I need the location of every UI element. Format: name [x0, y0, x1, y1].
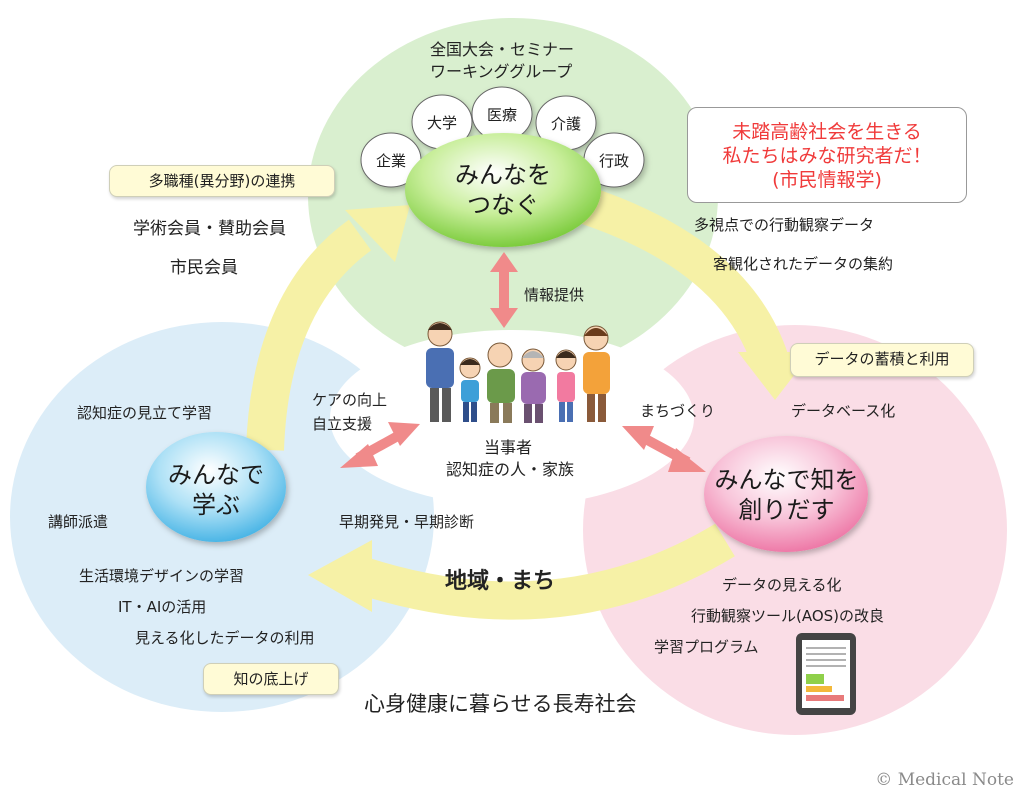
- bubble-medical-label: 医療: [486, 106, 517, 124]
- right-text-5: 行動観察ツール(AOS)の改良: [691, 607, 885, 625]
- arrow-care-head-left: [340, 444, 378, 468]
- hub-learn-line1: みんなで: [168, 461, 264, 489]
- arrow-info-head-down: [490, 308, 518, 328]
- cycle-arrow-left: [246, 219, 372, 451]
- care-label-2: 自立支援: [312, 415, 373, 433]
- cycle-arrow-top-right: [578, 186, 789, 367]
- event-label-1: 全国大会・セミナー: [430, 40, 575, 59]
- members-line-2: 市民会員: [170, 258, 238, 278]
- society-label: 心身健康に暮らせる長寿社会: [364, 692, 637, 716]
- arrow-info-head-up: [490, 252, 518, 272]
- tablet-illustration: [796, 633, 856, 715]
- researcher-callout: 未踏高齢社会を生きる 私たちはみな研究者だ！ (市民情報学): [687, 107, 967, 203]
- hub-learn: [146, 432, 286, 542]
- left-text-6: 見える化したデータの利用: [135, 629, 315, 647]
- bubble-university-label: 大学: [426, 114, 457, 132]
- hub-create-title: みんなで知を 創りだす: [704, 465, 869, 525]
- bubble-company-label: 企業: [375, 152, 406, 170]
- center-line-2: 認知症の人・家族: [446, 460, 575, 479]
- collaboration-box: 多職種(異分野)の連携: [109, 165, 335, 197]
- right-text-1: 多視点での行動観察データ: [694, 216, 875, 234]
- hub-connect-title: みんなを つなぐ: [413, 160, 593, 220]
- arrow-town-head-right: [668, 448, 706, 472]
- left-text-5: IT・AIの活用: [118, 598, 207, 616]
- right-text-2: 客観化されたデータの集約: [713, 255, 894, 273]
- family-illustration: [426, 321, 610, 423]
- arrow-town-label: まちづくり: [640, 402, 716, 420]
- knowledge-box: 知の底上げ: [203, 663, 339, 695]
- left-text-3: 早期発見・早期診断: [339, 513, 475, 531]
- care-label-1: ケアの向上: [312, 391, 388, 409]
- hub-create-line2: 創りだす: [738, 496, 835, 524]
- region-label: 地域・まち: [445, 569, 556, 594]
- cycle-arrowhead-bottom: [308, 540, 372, 612]
- right-text-4: データの見える化: [722, 576, 842, 594]
- hub-connect-line2: つなぐ: [467, 191, 539, 219]
- arrow-info-label: 情報提供: [524, 286, 585, 304]
- arrow-info-shaft: [499, 270, 509, 310]
- hub-connect: [405, 133, 601, 247]
- hub-learn-line2: 学ぶ: [192, 491, 240, 519]
- copyright: © Medical Note: [875, 770, 1014, 790]
- right-text-3: データベース化: [791, 402, 896, 420]
- members-line-1: 学術会員・賛助会員: [133, 219, 286, 239]
- left-text-4: 生活環境デザインの学習: [79, 567, 245, 585]
- callout-line-1: 未踏高齢社会を生きる: [732, 121, 922, 143]
- arrow-town-head-left: [622, 426, 654, 450]
- bubble-care-label: 介護: [550, 115, 581, 133]
- left-text-1: 認知症の見立て学習: [77, 404, 213, 422]
- bubble-government-label: 行政: [598, 152, 629, 170]
- right-text-6: 学習プログラム: [654, 638, 759, 656]
- cycle-arrow-bottom: [354, 523, 735, 620]
- event-label-2: ワーキンググループ: [430, 62, 573, 81]
- left-text-2: 講師派遣: [48, 513, 109, 531]
- callout-line-2: 私たちはみな研究者だ！: [722, 145, 932, 167]
- hub-learn-title: みんなで 学ぶ: [146, 460, 286, 520]
- hub-create: [704, 436, 868, 552]
- cycle-arrowhead-left: [345, 205, 410, 262]
- data-accumulation-box: データの蓄積と利用: [790, 343, 974, 377]
- callout-line-3: (市民情報学): [772, 169, 882, 191]
- hub-connect-line1: みんなを: [455, 161, 551, 189]
- hub-create-line1: みんなで知を: [714, 466, 859, 494]
- center-line-1: 当事者: [484, 438, 533, 457]
- arrow-care-head-right: [388, 422, 420, 446]
